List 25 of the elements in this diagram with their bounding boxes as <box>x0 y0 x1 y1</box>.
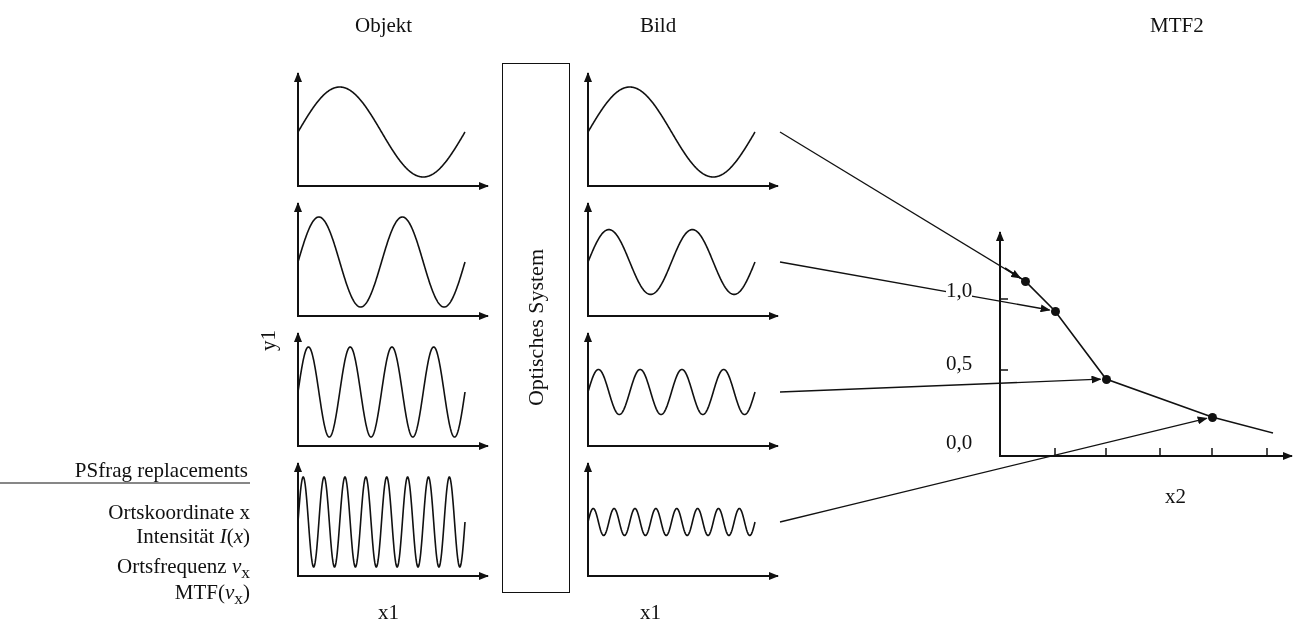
axis-label: x2 <box>1165 486 1186 507</box>
data-point <box>1207 412 1217 422</box>
note-text: MTF(ν$_{x}$) <box>174 582 250 608</box>
arrow <box>779 375 1102 393</box>
axis-label: x1 <box>640 602 661 623</box>
arrow <box>779 131 1022 279</box>
arrow <box>779 416 1208 523</box>
note-text: Intensität I(x) <box>136 526 250 547</box>
data-point <box>1050 306 1060 316</box>
data-point <box>1101 374 1111 384</box>
system-box <box>502 63 570 593</box>
axis-label: y1 <box>258 330 279 351</box>
column-title: Objekt <box>355 15 413 36</box>
column-title: Bild <box>640 15 677 36</box>
note-text: PSfrag replacements <box>74 460 248 481</box>
data-point <box>1020 276 1030 286</box>
note-text: Ortsfrequenz ν$_{x}$ <box>117 556 250 582</box>
chart-title: MTF2 <box>1150 15 1204 36</box>
axis-label: x1 <box>378 602 399 623</box>
note-text: Ortskoordinate x <box>108 502 250 523</box>
tick-label: 0,5 <box>946 353 973 374</box>
system-label: Optisches System <box>523 249 549 407</box>
tick-label: 1,0 <box>946 280 973 301</box>
arrow <box>779 261 1051 313</box>
tick-label: 0,0 <box>946 432 973 453</box>
